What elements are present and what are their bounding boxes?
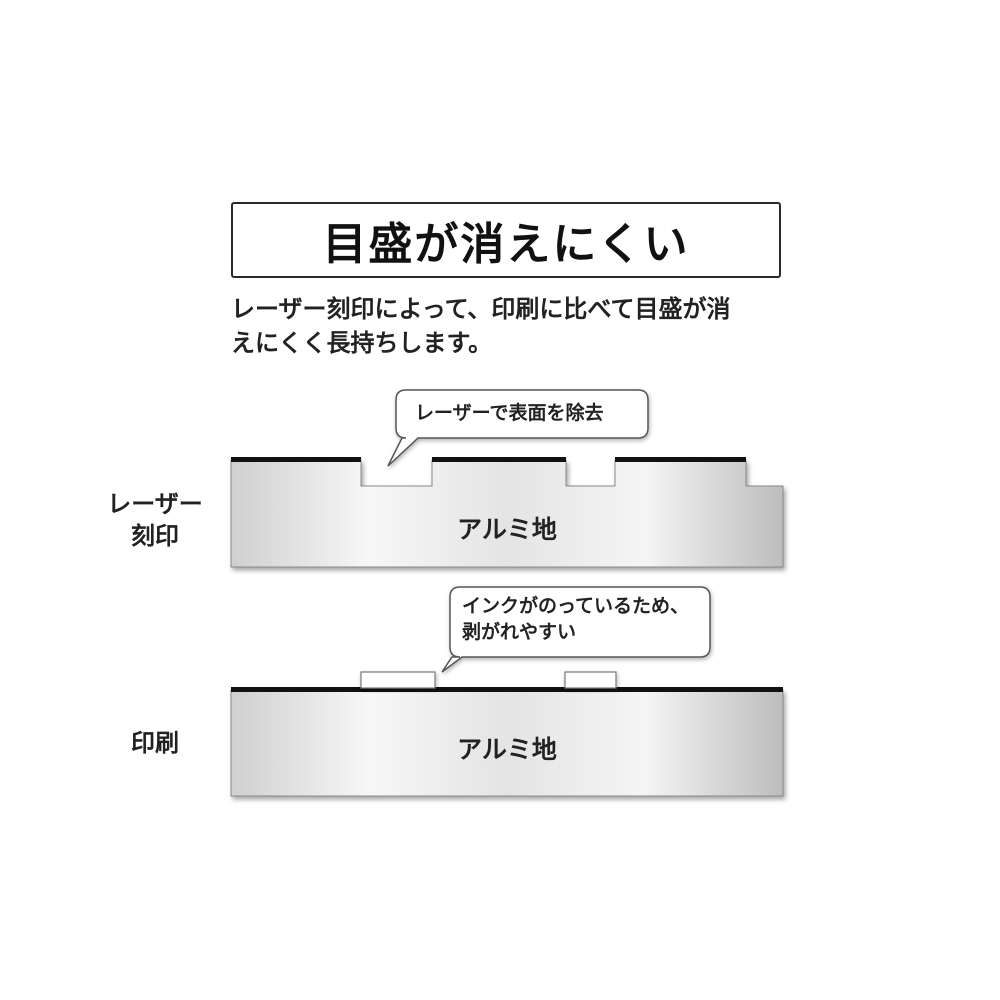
laser-aluminum-block	[230, 459, 784, 568]
ink-layer-1	[360, 671, 436, 689]
title-box: 目盛が消えにくい	[231, 202, 781, 278]
description-text: レーザー刻印によって、印刷に比べて目盛が消 えにくく長持ちします。	[231, 295, 731, 357]
laser-callout-text: レーザーで表面を除去	[415, 402, 604, 424]
print-block-label: アルミ地	[457, 735, 557, 764]
laser-callout-bubble	[387, 389, 649, 467]
laser-surface-segment-3	[615, 457, 746, 462]
print-aluminum-block	[230, 689, 784, 797]
ink-layer-2	[564, 671, 617, 689]
laser-side-label: レーザー 刻印	[107, 490, 203, 550]
print-side-label: 印刷	[131, 729, 179, 757]
laser-block-label: アルミ地	[457, 515, 557, 544]
print-callout-text: インクがのっているため、 剥がれやすい	[462, 595, 690, 643]
print-surface-line	[231, 687, 783, 692]
print-callout-bubble	[441, 586, 711, 673]
laser-surface-segment-1	[231, 457, 361, 462]
laser-surface-segment-2	[432, 457, 566, 462]
page-title: 目盛が消えにくい	[322, 219, 690, 270]
